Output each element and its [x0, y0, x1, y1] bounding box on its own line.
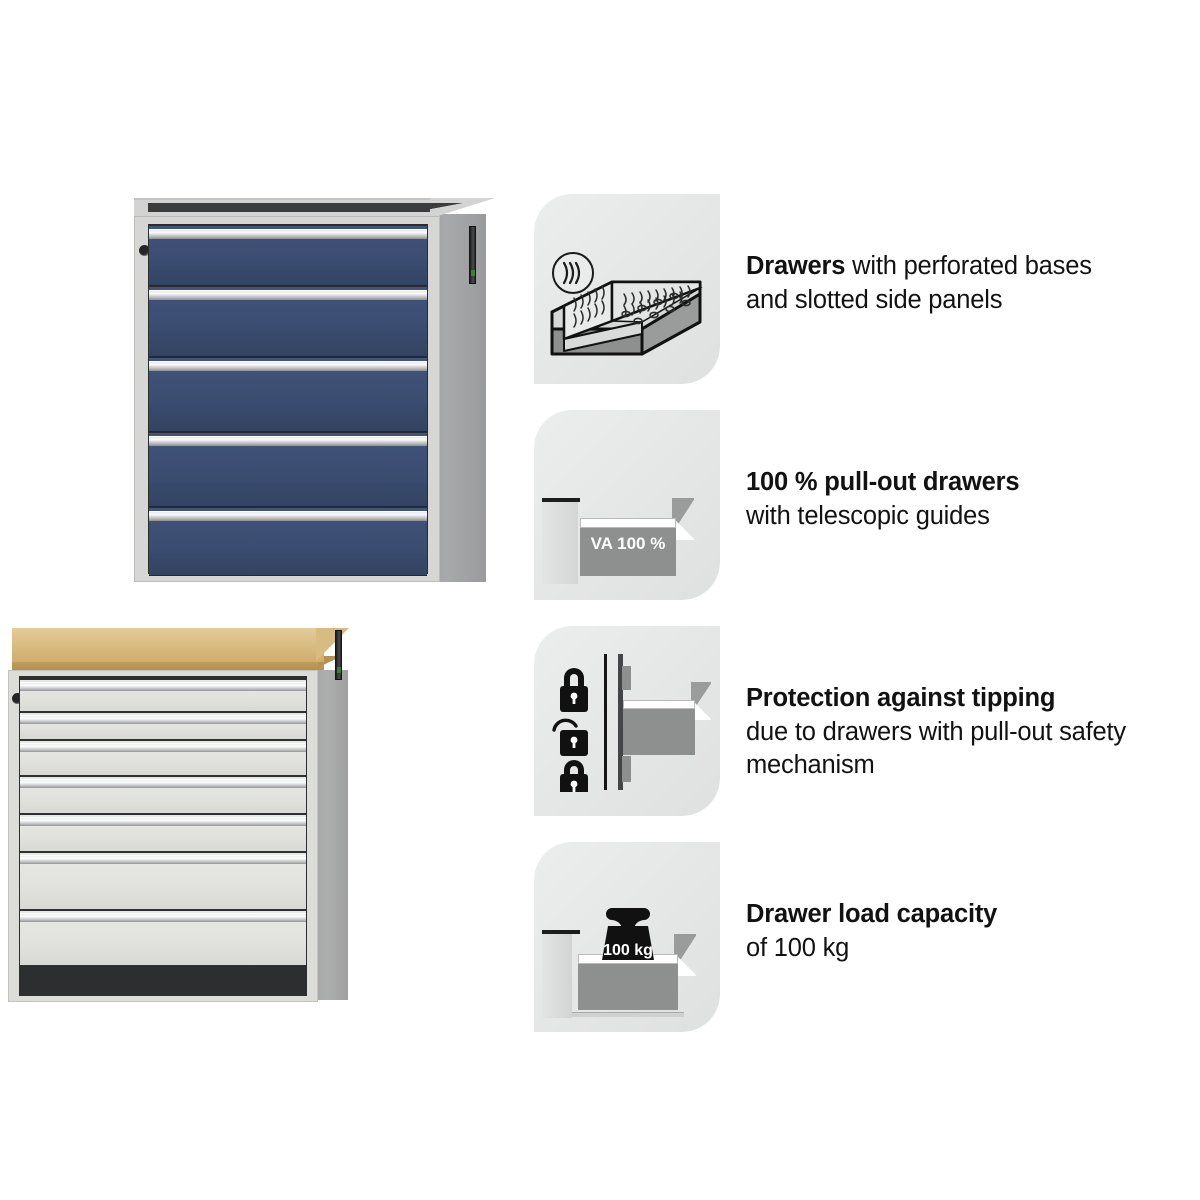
- cabinet-frame-post: [618, 654, 623, 790]
- drawer-handle[interactable]: [20, 715, 306, 724]
- feature-title: 100 % pull-out drawers: [746, 468, 1020, 496]
- drawer-body: [580, 528, 676, 576]
- beech-worktop: [12, 628, 324, 662]
- cabinet-lock-icon[interactable]: [139, 245, 150, 256]
- cabinet-side-wall: [542, 934, 572, 1018]
- drawer-front[interactable]: [149, 358, 427, 432]
- drawer-rail-top: [622, 666, 631, 690]
- feature-list: Drawers with perforated bases and slotte…: [534, 194, 1194, 1032]
- feature-subtitle: with telescopic guides: [746, 501, 990, 530]
- perforated-drawer-icon: [534, 194, 720, 384]
- drawer-body: [578, 964, 678, 1010]
- drawer-load-capacity-icon: 100 kg: [534, 842, 720, 1032]
- beech-worktop-perspective: [316, 628, 350, 662]
- drawer-front[interactable]: [20, 853, 306, 910]
- feature-subtitle: due to drawers with pull-out safety: [746, 717, 1126, 746]
- drawer-handle[interactable]: [20, 743, 306, 752]
- drawer-front[interactable]: [149, 287, 427, 357]
- padlock-closed-icon: [560, 668, 588, 712]
- feature-title: Drawer load capacity: [746, 900, 998, 928]
- cabinet-top-edge: [542, 930, 580, 934]
- feature-title: Protection against tipping: [746, 684, 1056, 712]
- drawer-handle[interactable]: [20, 855, 306, 864]
- cabinet-label-strip: [335, 630, 342, 680]
- slot-wave-glyph: [562, 261, 581, 285]
- drawer-body: [623, 709, 695, 755]
- feature-item: Drawers with perforated bases and slotte…: [534, 194, 1194, 384]
- drawer-handle[interactable]: [20, 779, 306, 788]
- drawer-rail: [572, 1012, 684, 1017]
- drawer-handle[interactable]: [149, 361, 427, 371]
- drawer-cabinet-grey-with-worktop: [8, 618, 350, 1008]
- pullout-ratio-label: VA 100 %: [590, 534, 666, 553]
- feature-text: 100 % pull-out drawers with telescopic g…: [746, 410, 1020, 533]
- drawer-front[interactable]: [149, 508, 427, 576]
- cabinet-side-wall: [542, 502, 578, 584]
- feature-text: Drawers with perforated bases and slotte…: [746, 194, 1092, 317]
- drawer-top-opening: [623, 700, 695, 709]
- cabinet-lock-icon[interactable]: [12, 693, 23, 704]
- padlock-closed-icon: [560, 760, 588, 800]
- drawer-handle[interactable]: [20, 682, 306, 691]
- drawer-handle[interactable]: [149, 229, 427, 239]
- drawer-front[interactable]: [149, 226, 427, 286]
- feature-title: Drawers: [746, 252, 846, 280]
- slot-symbol-badge: [552, 252, 594, 294]
- drawer-front[interactable]: [20, 777, 306, 814]
- drawer-back-inner: [691, 700, 711, 720]
- drawer-front[interactable]: [20, 713, 306, 740]
- lock-group: [552, 660, 600, 800]
- tipping-protection-lock-icon: [534, 626, 720, 816]
- drawer-handle[interactable]: [149, 290, 427, 300]
- cabinet-label-strip: [469, 226, 476, 284]
- drawer-front[interactable]: [20, 680, 306, 712]
- drawer-front[interactable]: [20, 815, 306, 852]
- drawer-back-inner: [674, 954, 696, 976]
- drawer-box-drawing: [550, 280, 703, 356]
- drawer-front[interactable]: [20, 741, 306, 776]
- drawer-front[interactable]: [20, 911, 306, 966]
- weight-glyph: [602, 908, 654, 960]
- drawer-handle[interactable]: [20, 817, 306, 826]
- full-pullout-drawer-icon: VA 100 %: [534, 410, 720, 600]
- feature-subtitle: and slotted side panels: [746, 285, 1003, 314]
- padlock-open-icon: [552, 718, 588, 756]
- weight-block-icon: [594, 900, 662, 968]
- drawer-handle[interactable]: [149, 511, 427, 521]
- drawer-back-inner: [672, 518, 694, 540]
- drawer-top-opening: [580, 518, 676, 528]
- cabinet-top-recess: [148, 203, 430, 212]
- cabinet-frame-line: [604, 654, 607, 790]
- feature-item: VA 100 % 100 % pull-out drawers with tel…: [534, 410, 1194, 600]
- feature-subtitle: of 100 kg: [746, 933, 850, 962]
- feature-subtitle-line3: mechanism: [746, 751, 875, 780]
- drawer-rail-bottom: [622, 756, 631, 782]
- feature-text: Protection against tipping due to drawer…: [746, 626, 1126, 783]
- load-capacity-label: 100 kg: [603, 942, 653, 959]
- feature-item: 100 kg Drawer load capacity of 100 kg: [534, 842, 1194, 1032]
- feature-title-rest: with perforated bases: [845, 252, 1092, 280]
- feature-item: Protection against tipping due to drawer…: [534, 626, 1194, 816]
- product-image-area: [0, 0, 520, 1200]
- cabinet-top-edge: [542, 498, 580, 502]
- drawer-handle[interactable]: [149, 436, 427, 446]
- cabinet-top-recess-perspective: [424, 203, 472, 212]
- drawer-front[interactable]: [149, 433, 427, 507]
- padlock-sequence-glyph: [552, 668, 588, 800]
- feature-text: Drawer load capacity of 100 kg: [746, 842, 997, 965]
- drawer-handle[interactable]: [20, 913, 306, 922]
- drawer-cabinet-blue: [134, 198, 500, 588]
